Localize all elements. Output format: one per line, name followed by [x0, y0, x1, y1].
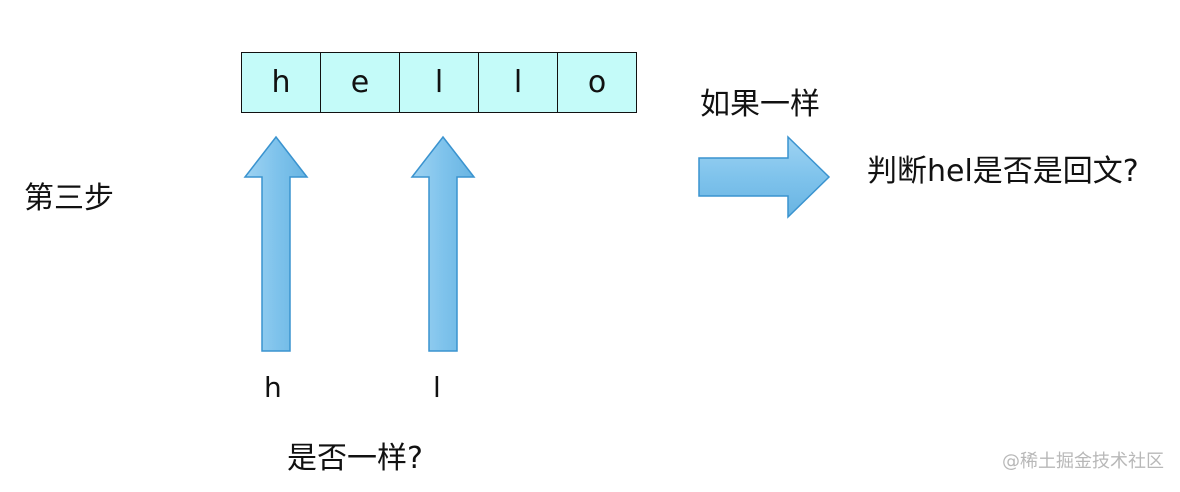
pointer-left-label: h	[264, 371, 282, 404]
array-cell: o	[587, 65, 607, 100]
next-step-question: 判断hel是否是回文?	[867, 154, 1139, 189]
string-array: h e l l o	[241, 52, 637, 113]
step-label: 第三步	[24, 181, 114, 216]
up-arrow-left	[243, 135, 309, 352]
array-cell: l	[479, 53, 558, 112]
pointer-right-label: l	[433, 371, 441, 404]
array-cell: h	[242, 53, 321, 112]
watermark: @稀土掘金技术社区	[1002, 451, 1164, 472]
compare-question: 是否一样?	[287, 441, 423, 476]
up-arrow-right	[410, 135, 476, 352]
condition-label: 如果一样	[700, 87, 820, 122]
array-cell: e	[321, 53, 400, 112]
array-cell: l	[400, 53, 479, 112]
right-arrow	[698, 135, 831, 219]
